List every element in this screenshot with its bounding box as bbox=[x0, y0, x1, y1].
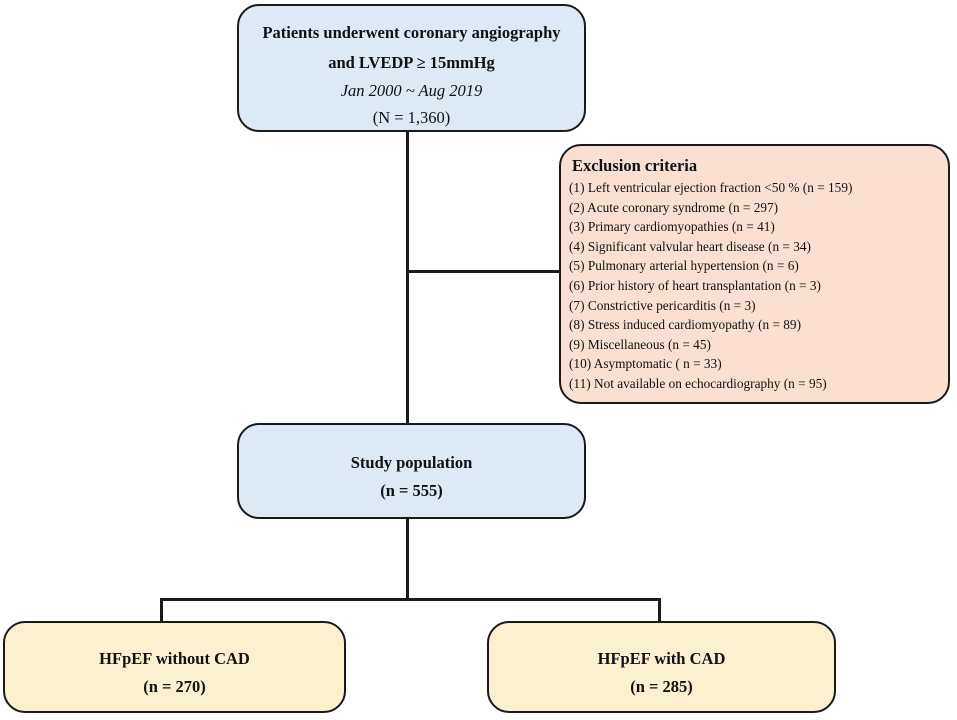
patients-line1: Patients underwent coronary angiography bbox=[262, 23, 561, 42]
exclusion-item: (10) Asymptomatic ( n = 33) bbox=[569, 356, 722, 372]
hfpef-without-cad-box: HFpEF without CAD (n = 270) bbox=[3, 621, 346, 713]
exclusion-title: Exclusion criteria bbox=[572, 156, 698, 175]
connector-branch-right bbox=[658, 598, 661, 622]
patients-period: Jan 2000 ~ Aug 2019 bbox=[340, 81, 483, 100]
study-count: (n = 555) bbox=[380, 481, 443, 500]
exclusion-item: (1) Left ventricular ejection fraction <… bbox=[569, 180, 853, 195]
exclusion-item: (3) Primary cardiomyopathies (n = 41) bbox=[569, 219, 775, 235]
exclusion-item: (8) Stress induced cardiomyopathy (n = 8… bbox=[569, 317, 802, 333]
connector-to-exclusion bbox=[406, 270, 560, 273]
exclusion-item: (6) Prior history of heart transplantati… bbox=[569, 277, 821, 293]
connector-top-to-study bbox=[406, 131, 409, 424]
left-title: HFpEF without CAD bbox=[99, 649, 250, 668]
exclusion-item: (9) Miscellaneous (n = 45) bbox=[569, 336, 711, 352]
exclusion-box: Exclusion criteria (1) Left ventricular … bbox=[559, 144, 950, 404]
exclusion-item: (11) Not available on echocardiography (… bbox=[569, 375, 827, 391]
connector-branch-horizontal bbox=[160, 598, 661, 601]
study-population-box: Study population (n = 555) bbox=[237, 423, 586, 519]
patients-box: Patients underwent coronary angiography … bbox=[237, 4, 586, 132]
left-count: (n = 270) bbox=[143, 677, 206, 696]
study-title: Study population bbox=[350, 453, 473, 472]
right-title: HFpEF with CAD bbox=[597, 649, 726, 668]
right-count: (n = 285) bbox=[630, 677, 693, 696]
patients-line2: and LVEDP ≥ 15mmHg bbox=[328, 53, 495, 72]
connector-branch-left bbox=[160, 598, 163, 622]
patients-count: (N = 1,360) bbox=[372, 108, 451, 127]
exclusion-item: (7) Constrictive pericarditis (n = 3) bbox=[569, 297, 756, 313]
exclusion-item: (2) Acute coronary syndrome (n = 297) bbox=[569, 199, 779, 215]
exclusion-item: (5) Pulmonary arterial hypertension (n =… bbox=[569, 258, 799, 274]
hfpef-with-cad-box: HFpEF with CAD (n = 285) bbox=[487, 621, 836, 713]
connector-study-down bbox=[406, 518, 409, 600]
exclusion-item: (4) Significant valvular heart disease (… bbox=[569, 238, 811, 254]
